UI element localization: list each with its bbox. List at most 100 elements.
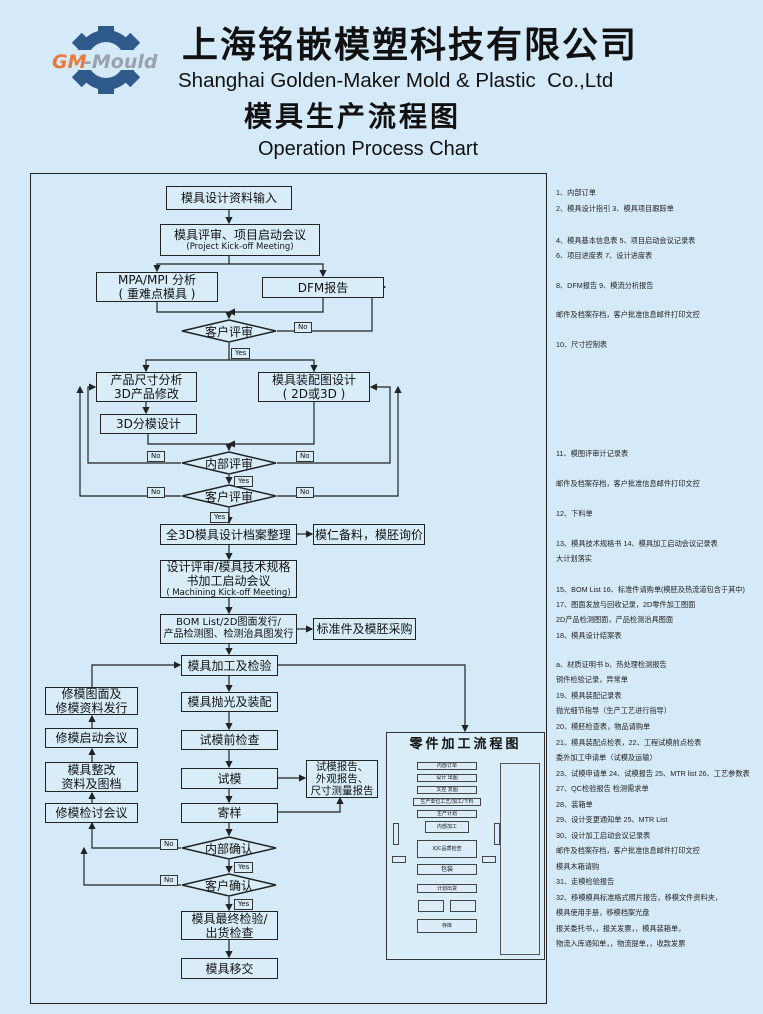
spec-review-box: 设计评审/模具技术规格书加工启动会议( Machining Kick-off M… [160, 560, 297, 598]
chart-title-en: Operation Process Chart [258, 138, 479, 160]
box-label: 模具整改 [67, 763, 116, 777]
box-label: 修模检讨会议 [55, 806, 128, 820]
repair-review-box: 修模检讨会议 [45, 803, 138, 823]
box-label: BOM List/2D图面发行/ [176, 617, 281, 628]
std-parts-box: 标准件及模胚采购 [313, 618, 416, 640]
customer-review-decision-1: 客户评审 [181, 319, 277, 343]
box-label: 模具加工及检验 [187, 658, 272, 673]
note: 15、BOM List 16、标准件请购单(模胚及热流道包含于其中) [556, 585, 745, 594]
repair-drawing-box: 修模图面及修模资料发行 [45, 687, 138, 715]
box-label: DFM报告 [297, 280, 349, 295]
box-label: MPA/MPI 分析 [117, 273, 197, 287]
note: 27、QC检验报告 检测需求单 [556, 784, 649, 793]
inset-step: 存库 [417, 919, 477, 933]
note: 邮件及档案存档，客户批准信息邮件打印文控 [556, 310, 700, 319]
bom-release-box: BOM List/2D图面发行/产品检测图、检测治具图发行 [160, 614, 297, 644]
inset-step: 文控 发图 [417, 786, 477, 794]
note: 抛光细节指导（生产工艺进行指导） [556, 706, 672, 715]
inset-step: 包装 [417, 864, 477, 875]
no-tag: No [147, 487, 165, 498]
note: 模具使用手册，移模档案光盘 [556, 908, 650, 917]
no-tag: No [160, 875, 178, 886]
box-label: 产品检测图、检测治具图发行 [163, 629, 294, 640]
chart-title-cn: 模具生产流程图 [244, 100, 462, 133]
dfm-report-box: DFM报告 [262, 277, 384, 298]
note: 邮件及档案存档，客户批准信息邮件打印文控 [556, 846, 700, 855]
note: 20、模胚检查表，物品请购单 [556, 722, 651, 731]
note: 18、模具设计结案表 [556, 631, 622, 640]
box-label: 试模报告、 [315, 761, 369, 773]
note: 2、模具设计指引 3、模具项目跟踪单 [556, 204, 674, 213]
handover-box: 模具移交 [181, 958, 278, 979]
box-label: 模具移交 [205, 961, 254, 976]
note: a、材质证明书 b、热处理检测报告 [556, 660, 667, 669]
company-name-en: Shanghai Golden-Maker Mold & Plastic Co.… [178, 69, 614, 92]
company-name-cn: 上海铭嵌模塑科技有限公司 [182, 25, 639, 66]
kickoff-meeting-box: 模具评审、项目启动会议(Project Kick-off Meeting) [160, 224, 320, 256]
no-tag: No [147, 451, 165, 462]
box-label: 模具最终检验/ [191, 911, 268, 926]
note: 8、DFM报告 9、模流分析报告 [556, 281, 654, 290]
box-label: 3D分模设计 [116, 417, 181, 431]
box-label: 修模启动会议 [55, 731, 128, 745]
no-tag: No [296, 487, 314, 498]
box-label: 外观报告、 [315, 773, 369, 785]
box-label: 模仁备料，模胚询价 [314, 527, 423, 542]
note: 28、装箱单 [556, 800, 593, 809]
box-label: 模具评审、项目启动会议 [173, 228, 306, 242]
note: 17、图面发放与回收记录，2D零件加工图面 [556, 600, 696, 609]
box-label: 设计评审/模具技术规格 [166, 560, 291, 574]
note: 6、项目进度表 7、设计进度表 [556, 251, 653, 260]
final-inspection-box: 模具最终检验/出货检查 [181, 911, 278, 940]
assembly-design-box: 模具装配图设计( 2D或3D ) [258, 372, 370, 402]
note: 铜件检验记录，异常单 [556, 675, 628, 684]
note: 邮件及档案存档，客户批准信息邮件打印文控 [556, 479, 700, 488]
note: 物流入库通知单，，物流提单，，收款发票 [556, 939, 686, 948]
design-input-box: 模具设计资料输入 [166, 186, 292, 210]
decision-label: 客户评审 [204, 489, 253, 504]
machining-box: 模具加工及检验 [181, 655, 278, 676]
box-label: 试模前检查 [199, 733, 260, 747]
internal-review-decision: 内部评审 [181, 451, 277, 475]
note: 13、模具技术规格书 14、模具加工启动会议记录表 [556, 539, 718, 548]
note: 23、试模申请单 24、试模报告 25、MTR list 26、工艺参数表 [556, 769, 750, 778]
yes-tag: Yes [234, 862, 254, 873]
inset-step: 内部加工 [425, 821, 469, 833]
inset-notes-column [500, 763, 540, 955]
no-tag: No [294, 322, 312, 333]
inset-step: 设计 出图 [417, 774, 477, 782]
chart-frame [30, 173, 547, 1004]
inset-side-box [393, 823, 399, 845]
inset-step: IQC品质检查 [417, 840, 477, 858]
box-sublabel: ( Machining Kick-off Meeting) [166, 588, 291, 598]
box-label: 标准件及模胚采购 [316, 622, 413, 636]
inset-title: 零件加工流程图 [409, 737, 522, 752]
box-sublabel: 3D产品修改 [114, 387, 179, 401]
trial-box: 试模 [181, 768, 278, 789]
note: 21、模具装配点检表，22、工程试模前点检表 [556, 738, 702, 747]
inset-step: 生产计划 [417, 810, 477, 818]
decision-label: 内部评审 [204, 456, 253, 471]
box-label: 全3D模具设计档案整理 [166, 527, 291, 542]
svg-text:GM: GM [52, 51, 87, 73]
customer-review-decision-2: 客户评审 [181, 484, 277, 508]
decision-label: 客户评审 [204, 324, 253, 339]
box-label: 模具装配图设计 [271, 373, 356, 387]
inset-side-box [418, 900, 444, 912]
decision-label: 内部确认 [204, 841, 253, 856]
yes-tag: Yes [210, 512, 230, 523]
core-material-box: 模仁备料，模胚询价 [313, 524, 425, 545]
inset-side-box [392, 856, 406, 863]
decision-label: 客户确认 [204, 878, 253, 893]
inset-step: 计划出货 [417, 884, 477, 893]
box-label: 尺寸测量报告 [310, 785, 374, 797]
sample-box: 寄样 [181, 803, 278, 823]
customer-confirm-decision: 客户确认 [181, 873, 277, 897]
inset-side-box [450, 900, 476, 912]
note: 29、设计变更通知单 25、MTR List [556, 815, 668, 824]
box-label: 寄样 [217, 806, 242, 820]
no-tag: No [296, 451, 314, 462]
note: 31、走模检验报告 [556, 877, 615, 886]
